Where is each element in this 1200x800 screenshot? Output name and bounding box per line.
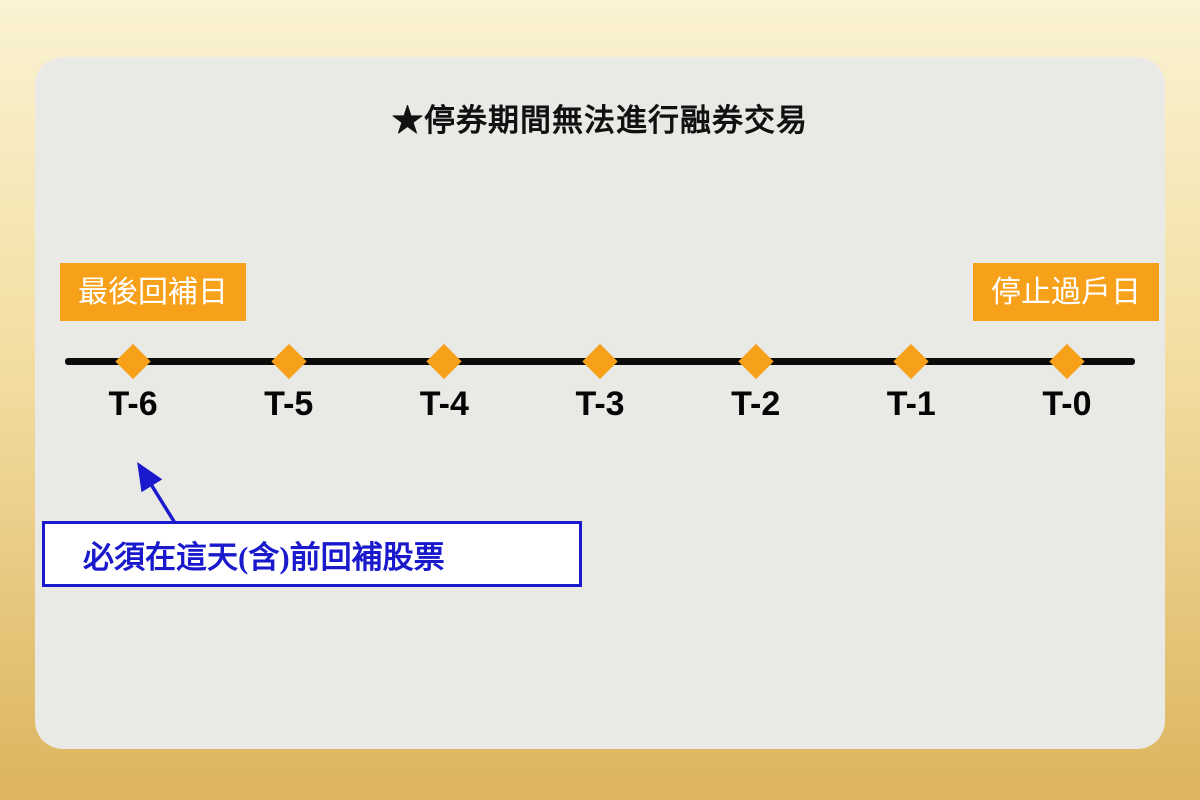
tick-label: T-0	[1042, 385, 1092, 423]
callout-arrow-icon	[137, 462, 177, 524]
tick-label: T-5	[264, 385, 314, 423]
diamond-icon	[426, 343, 462, 380]
last-cover-day-label: 最後回補日	[60, 263, 246, 321]
diamond-icon	[1049, 343, 1085, 380]
diamond-icon	[737, 343, 774, 380]
tick-label: T-4	[419, 385, 469, 423]
diamond-icon	[893, 343, 929, 380]
diamond-icon	[582, 343, 618, 380]
tick-label: T-2	[731, 385, 781, 423]
stop-transfer-day-label: 停止過戶日	[973, 263, 1159, 321]
diagram-title: ★停券期間無法進行融券交易	[392, 103, 808, 138]
timeline: T-6 T-5 T-4 T-3 T-2 T-1 T-0	[65, 343, 1135, 455]
diamond-icon	[271, 343, 307, 380]
callout-box: 必須在這天(含)前回補股票	[42, 521, 582, 587]
diamond-icon	[115, 343, 151, 380]
tick-label: T-3	[575, 385, 625, 423]
tick-label: T-1	[886, 385, 936, 423]
diagram-panel: ★停券期間無法進行融券交易 最後回補日 停止過戶日 T-6 T-5 T-4 T-…	[35, 57, 1165, 749]
callout-text: 必須在這天(含)前回補股票	[83, 539, 445, 575]
tick-label: T-6	[108, 385, 158, 423]
